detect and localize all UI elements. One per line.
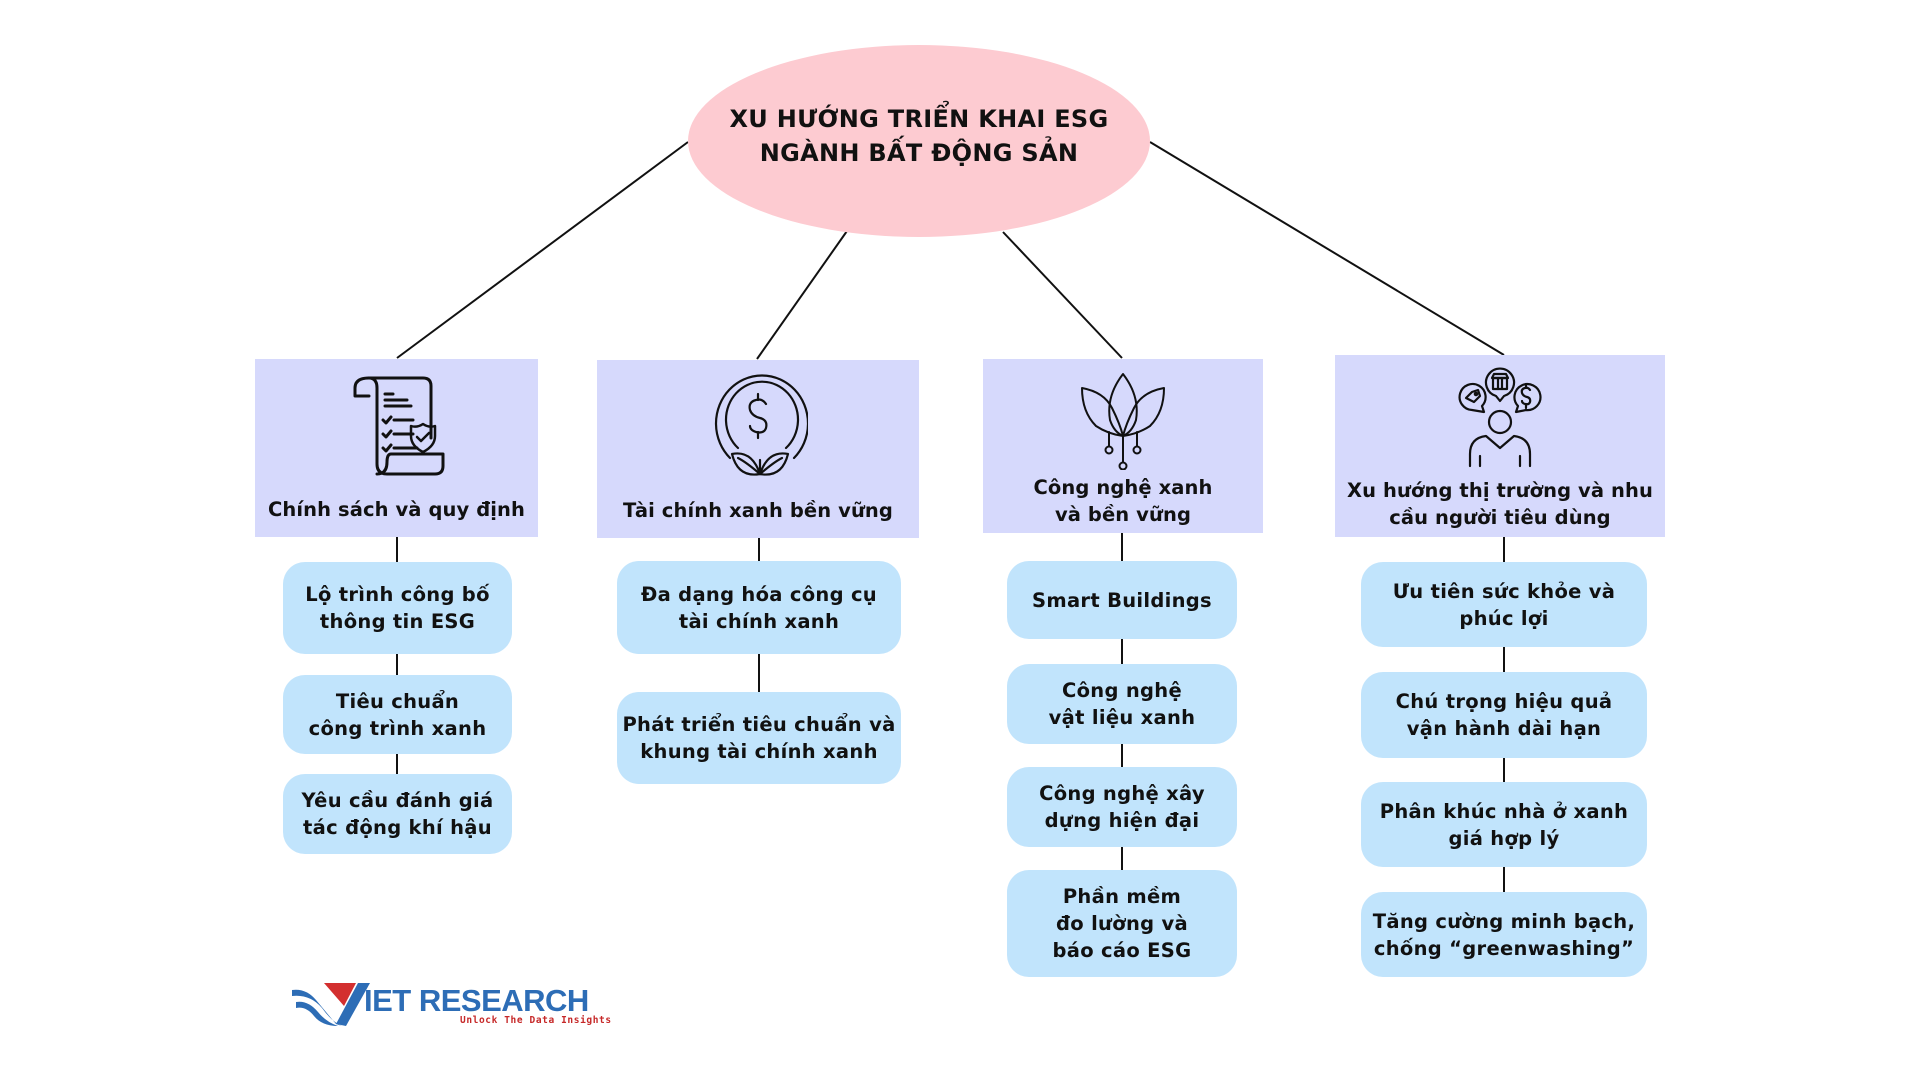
technology-item-esg-software: Phần mềm đo lường và báo cáo ESG (1007, 870, 1237, 977)
item-text-line: Phát triển tiêu chuẩn và (622, 713, 896, 736)
root-title-line-1: XU HƯỚNG TRIỂN KHAI ESG (729, 105, 1109, 133)
finance-item-diversify-instruments: Đa dạng hóa công cụ tài chính xanh (617, 561, 901, 654)
item-text-line: giá hợp lý (1448, 826, 1560, 850)
item-text-line: Smart Buildings (1032, 588, 1212, 612)
item-text-line: Ưu tiên sức khỏe và (1392, 579, 1616, 603)
connector-root-to-technology (1002, 231, 1123, 359)
category-label-line: và bền vững (1054, 503, 1192, 526)
policy-scroll-shield-icon (347, 374, 447, 478)
category-label-line: Xu hướng thị trường và nhu (1347, 479, 1653, 502)
item-text-line: thông tin ESG (319, 610, 476, 633)
item-text-line: Yêu cầu đánh giá (301, 789, 494, 812)
item-text-line: Phân khúc nhà ở xanh (1379, 799, 1629, 823)
connector-vertical (1121, 639, 1123, 664)
category-label-line: Chính sách và quy định (267, 498, 526, 521)
item-text-line: dựng hiện đại (1044, 809, 1200, 832)
consumer-market-trends-icon (1458, 366, 1542, 468)
category-label-line: Công nghệ xanh (1033, 476, 1213, 499)
category-label: Chính sách và quy định (255, 496, 538, 523)
item-text-line: Lộ trình công bố (305, 583, 490, 606)
connector-vertical (396, 754, 398, 774)
category-market-trends: Xu hướng thị trường và nhu cầu người tiê… (1335, 355, 1665, 537)
connector-vertical (758, 538, 760, 561)
category-green-finance: Tài chính xanh bền vững (597, 360, 919, 538)
item-text-line: đo lường và (1056, 912, 1188, 935)
green-finance-coin-icon (708, 374, 810, 478)
item-text-line: báo cáo ESG (1052, 939, 1192, 962)
connector-root-to-policy (396, 141, 689, 359)
item-text-line: Phần mềm (1062, 885, 1182, 908)
root-title: XU HƯỚNG TRIỂN KHAI ESG NGÀNH BẤT ĐỘNG S… (729, 102, 1108, 170)
category-green-technology: Công nghệ xanh và bền vững (983, 359, 1263, 533)
item-text-line: khung tài chính xanh (640, 740, 878, 763)
green-tech-leaf-circuit-icon (1080, 372, 1166, 471)
item-text-line: công trình xanh (308, 716, 487, 740)
category-label: Công nghệ xanh và bền vững (983, 474, 1263, 528)
category-label: Tài chính xanh bền vững (597, 497, 919, 524)
market-item-long-term-efficiency: Chú trọng hiệu quả vận hành dài hạn (1361, 672, 1647, 758)
root-title-line-2: NGÀNH BẤT ĐỘNG SẢN (759, 139, 1079, 167)
policy-item-disclosure-roadmap: Lộ trình công bố thông tin ESG (283, 562, 512, 654)
item-text-line: Công nghệ xây (1039, 782, 1205, 805)
connector-vertical (1503, 647, 1505, 672)
item-text-line: Tăng cường minh bạch, (1372, 909, 1636, 933)
item-text-line: tài chính xanh (678, 609, 840, 633)
policy-item-green-building-standards: Tiêu chuẩn công trình xanh (283, 675, 512, 754)
item-text-line: chống “greenwashing” (1373, 936, 1635, 960)
connector-vertical (1503, 758, 1505, 782)
category-policy: Chính sách và quy định (255, 359, 538, 537)
connector-vertical (396, 537, 398, 562)
item-text-line: vật liệu xanh (1048, 706, 1196, 729)
viet-research-logo: IET RESEARCH Unlock The Data Insights (292, 982, 611, 1028)
item-text-line: Tiêu chuẩn (335, 689, 460, 713)
technology-item-green-materials: Công nghệ vật liệu xanh (1007, 664, 1237, 744)
connector-vertical (1121, 744, 1123, 767)
logo-tagline: Unlock The Data Insights (460, 1015, 612, 1026)
policy-item-climate-impact-assessment: Yêu cầu đánh giá tác động khí hậu (283, 774, 512, 854)
item-text-line: vận hành dài hạn (1406, 717, 1602, 740)
finance-item-standards-framework: Phát triển tiêu chuẩn và khung tài chính … (617, 692, 901, 784)
item-text-line: Đa dạng hóa công cụ (641, 582, 877, 606)
item-text-line: phúc lợi (1459, 606, 1549, 630)
market-item-affordable-green-housing: Phân khúc nhà ở xanh giá hợp lý (1361, 782, 1647, 867)
market-item-health-wellbeing: Ưu tiên sức khỏe và phúc lợi (1361, 562, 1647, 647)
market-item-anti-greenwashing: Tăng cường minh bạch, chống “greenwashing… (1361, 892, 1647, 977)
logo-wordmark: IET RESEARCH (364, 983, 589, 1018)
connector-root-to-market (1149, 141, 1505, 356)
connector-vertical (1121, 533, 1123, 561)
technology-item-modern-construction: Công nghệ xây dựng hiện đại (1007, 767, 1237, 847)
technology-item-smart-buildings: Smart Buildings (1007, 561, 1237, 639)
connector-root-to-finance (756, 230, 848, 360)
connector-vertical (1121, 847, 1123, 870)
connector-vertical (1503, 537, 1505, 562)
viet-research-v-mark-icon (292, 983, 370, 1026)
connector-vertical (758, 654, 760, 692)
category-label-line: cầu người tiêu dùng (1389, 506, 1611, 529)
item-text-line: Công nghệ (1062, 679, 1182, 702)
connector-vertical (396, 654, 398, 675)
item-text-line: Chú trọng hiệu quả (1395, 690, 1613, 713)
category-label-line: Tài chính xanh bền vững (623, 499, 893, 522)
category-label: Xu hướng thị trường và nhu cầu người tiê… (1335, 477, 1665, 531)
root-node: XU HƯỚNG TRIỂN KHAI ESG NGÀNH BẤT ĐỘNG S… (688, 45, 1150, 237)
connector-vertical (1503, 867, 1505, 892)
item-text-line: tác động khí hậu (303, 816, 492, 839)
